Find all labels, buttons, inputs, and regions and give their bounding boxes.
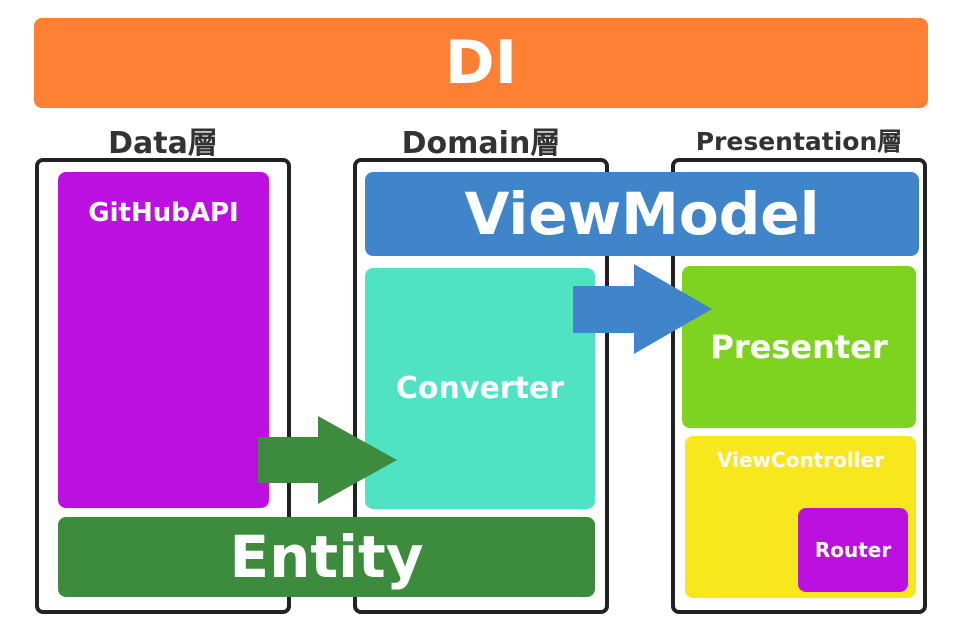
presenter-box: Presenter	[682, 266, 916, 428]
presentation-layer-title: Presentation層	[695, 127, 903, 156]
view-controller-label: ViewController	[717, 448, 884, 472]
view-model-label: ViewModel	[464, 180, 820, 248]
entity-box: Entity	[58, 517, 595, 597]
router-label: Router	[814, 538, 892, 562]
data-layer-title: Data層	[108, 126, 218, 161]
converter-label: Converter	[395, 371, 565, 406]
presenter-label: Presenter	[710, 328, 888, 366]
github-api-box: GitHubAPI	[58, 172, 269, 508]
router-box: Router	[798, 508, 908, 592]
converter-box: Converter	[365, 268, 595, 509]
di-label: DI	[444, 28, 518, 98]
github-api-label: GitHubAPI	[88, 198, 239, 228]
domain-layer-title: Domain層	[401, 126, 561, 161]
di-bar: DI	[34, 18, 928, 108]
entity-label: Entity	[229, 523, 424, 591]
view-model-box: ViewModel	[365, 172, 919, 256]
